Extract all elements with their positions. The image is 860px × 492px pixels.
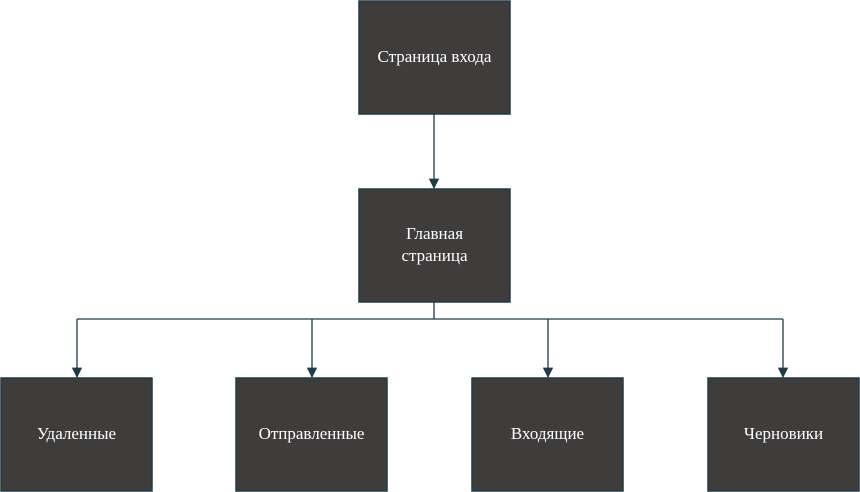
node-login-label: Страница входа bbox=[378, 47, 492, 66]
node-deleted: Удаленные bbox=[0, 377, 153, 492]
node-main-page: Главная страница bbox=[358, 188, 511, 303]
node-sent-label: Отправленные bbox=[259, 424, 365, 443]
connectors bbox=[71, 114, 789, 379]
node-login-page: Страница входа bbox=[358, 0, 511, 115]
node-deleted-box bbox=[0, 377, 153, 492]
node-inbox-box bbox=[471, 377, 624, 492]
node-drafts: Черновики bbox=[707, 377, 860, 492]
node-main-label-line2: страница bbox=[401, 246, 468, 265]
node-sent: Отправленные bbox=[235, 377, 388, 492]
node-deleted-label: Удаленные bbox=[37, 424, 116, 443]
node-inbox-label: Входящие bbox=[511, 424, 584, 443]
node-sent-box bbox=[235, 377, 388, 492]
node-main-box bbox=[358, 188, 511, 303]
node-drafts-label: Черновики bbox=[744, 424, 823, 443]
node-drafts-box bbox=[707, 377, 860, 492]
node-inbox: Входящие bbox=[471, 377, 624, 492]
node-main-label-line1: Главная bbox=[406, 224, 463, 243]
node-login-box bbox=[358, 0, 511, 115]
